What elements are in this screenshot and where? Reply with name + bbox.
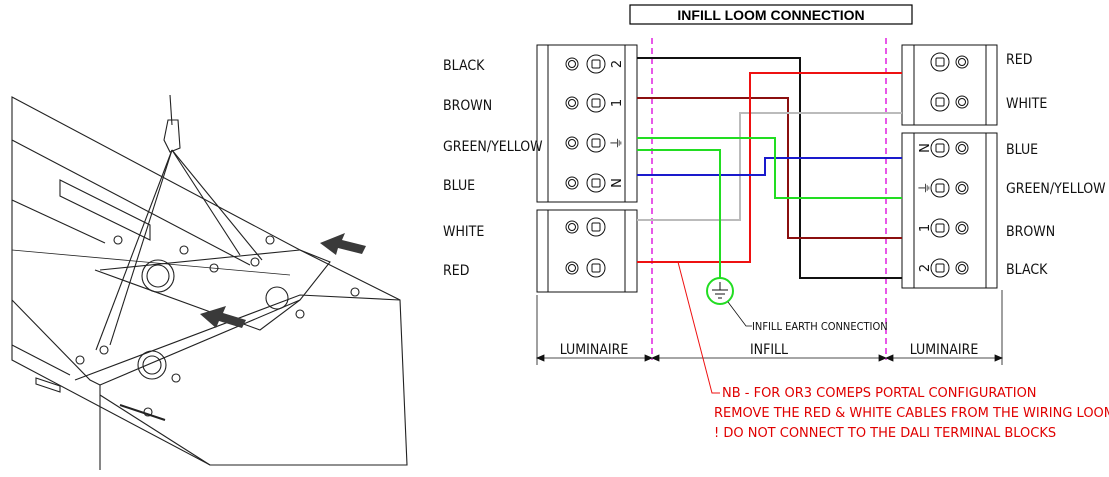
earth-label: INFILL EARTH CONNECTION — [752, 320, 888, 333]
right-terminal-row — [930, 138, 969, 158]
red-wire — [637, 72, 902, 263]
right-label-brown: BROWN — [1006, 224, 1055, 240]
title-box — [629, 4, 913, 25]
luminaire-illustration — [11, 94, 408, 470]
left-label-red: RED — [443, 263, 469, 279]
dim-label-left-luminaire: LUMINAIRE — [560, 342, 629, 358]
right-terminal-row — [930, 258, 969, 278]
left-terminal-row — [565, 54, 606, 74]
left-terminal-block: 2 1 ⏚ N — [536, 44, 638, 293]
right-label-black: BLACK — [1006, 262, 1048, 278]
diagram-title: INFILL LOOM CONNECTION — [677, 7, 864, 23]
left-label-green-yellow: GREEN/YELLOW — [443, 139, 543, 155]
right-label-green-yellow: GREEN/YELLOW — [1006, 181, 1106, 197]
note-line-3: ! DO NOT CONNECT TO THE DALI TERMINAL BL… — [714, 426, 1056, 441]
brown-wire — [637, 97, 902, 239]
left-terminal-row — [565, 258, 606, 278]
earth-leader-line — [727, 301, 752, 327]
dim-label-right-luminaire: LUMINAIRE — [910, 342, 979, 358]
left-label-brown: BROWN — [443, 98, 492, 114]
earth-icon — [706, 277, 734, 305]
left-terminal-row — [565, 133, 606, 153]
left-terminal-row — [565, 173, 606, 193]
blue-wire — [637, 157, 902, 176]
wires — [637, 57, 902, 279]
left-terminal-number: N — [610, 178, 625, 188]
right-label-red: RED — [1006, 52, 1032, 68]
left-label-blue: BLUE — [443, 178, 475, 194]
note-line-2: REMOVE THE RED & WHITE CABLES FROM THE W… — [714, 406, 1109, 421]
left-terminal-number: 1 — [610, 99, 625, 107]
left-label-black: BLACK — [443, 58, 485, 74]
left-label-white: WHITE — [443, 224, 484, 240]
arrow-icon — [200, 306, 246, 328]
arrow-icon — [320, 233, 366, 255]
left-terminal-number: 2 — [610, 60, 625, 68]
right-terminal-number: 2 — [918, 264, 933, 272]
left-terminal-number: ⏚ — [610, 136, 625, 149]
right-terminal-row — [930, 52, 969, 72]
note-leader-line — [677, 261, 720, 394]
left-terminal-row — [565, 93, 606, 113]
right-label-white: WHITE — [1006, 96, 1047, 112]
dimension-lines — [535, 290, 1004, 365]
right-terminal-block: N ⏚ 1 2 — [901, 44, 998, 289]
white-wire — [637, 112, 902, 221]
right-terminal-number: N — [918, 143, 933, 153]
right-terminal-row — [930, 218, 969, 238]
note-line-1: NB - FOR OR3 COMEPS PORTAL CONFIGURATION — [722, 386, 1037, 401]
right-terminal-row — [930, 92, 969, 112]
green-yellow-wire-b — [637, 149, 721, 278]
left-terminal-row — [565, 217, 606, 237]
green-yellow-wire-a — [637, 137, 902, 199]
dim-label-infill: INFILL — [750, 342, 788, 358]
right-terminal-number: 1 — [918, 224, 933, 232]
black-wire — [637, 57, 902, 279]
right-terminal-number: ⏚ — [918, 181, 933, 194]
right-terminal-row — [930, 178, 969, 198]
right-label-blue: BLUE — [1006, 142, 1038, 158]
